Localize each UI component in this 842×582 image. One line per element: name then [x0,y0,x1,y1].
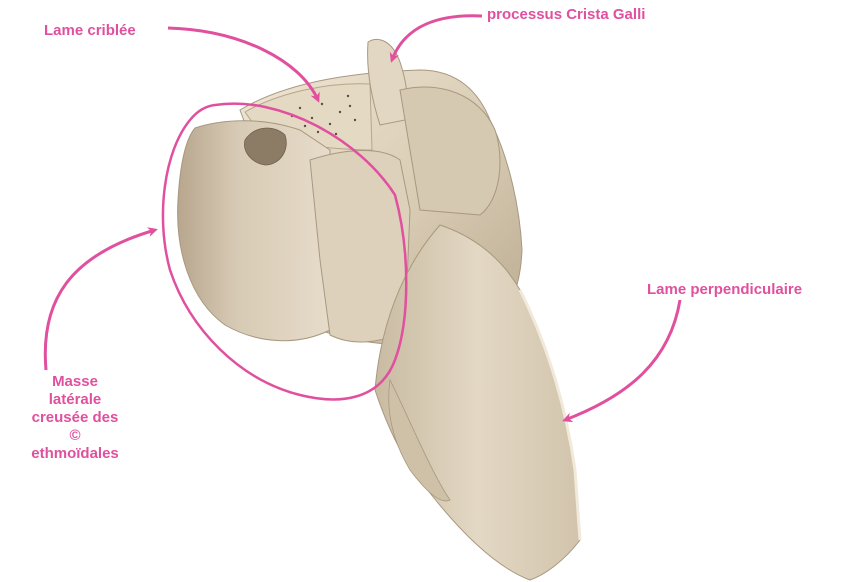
arrow-crista-galli [392,16,482,60]
label-masse-line: ethmoïdales [12,445,138,463]
arrow-lame-perpendiculaire [565,300,680,420]
label-masse-line: Masse [12,373,138,391]
label-lame-criblee: Lame criblée [44,22,136,40]
label-masse-laterale: Masse latérale creusée des © ethmoïdales [12,373,138,463]
label-masse-line: © [12,427,138,445]
label-lame-perpendiculaire: Lame perpendiculaire [647,281,802,299]
label-crista-galli: processus Crista Galli [487,6,645,24]
ethmoid-bone [178,39,580,580]
arrow-masse-laterale [45,230,155,370]
label-masse-line: latérale [12,391,138,409]
label-masse-line: creusée des [12,409,138,427]
